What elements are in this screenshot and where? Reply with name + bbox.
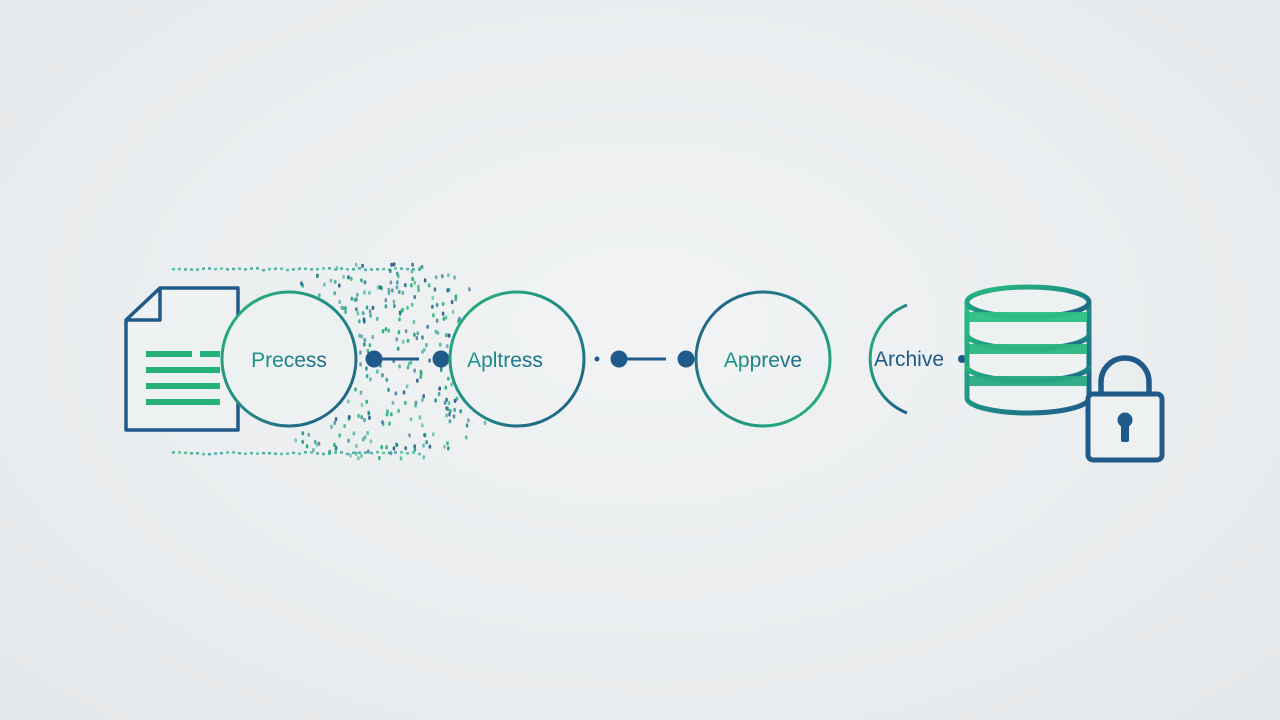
stage-archive-label: Archive xyxy=(874,348,944,371)
padlock-icon xyxy=(1085,355,1165,463)
stage-process-label: Precess xyxy=(251,349,327,372)
data-flow-dots xyxy=(172,262,487,461)
connector-2 xyxy=(594,350,695,368)
stage-approve-label: Appreve xyxy=(724,349,802,372)
database-icon xyxy=(964,284,1092,416)
stage-approve: Appreve xyxy=(694,290,832,428)
document-icon xyxy=(124,286,240,432)
stage-apltress-label: Apltress xyxy=(467,349,543,372)
stage-apltress: Apltress xyxy=(448,290,586,428)
connector-1 xyxy=(365,350,450,368)
stage-archive: Archive xyxy=(868,303,966,415)
stage-process: Precess xyxy=(220,290,358,428)
